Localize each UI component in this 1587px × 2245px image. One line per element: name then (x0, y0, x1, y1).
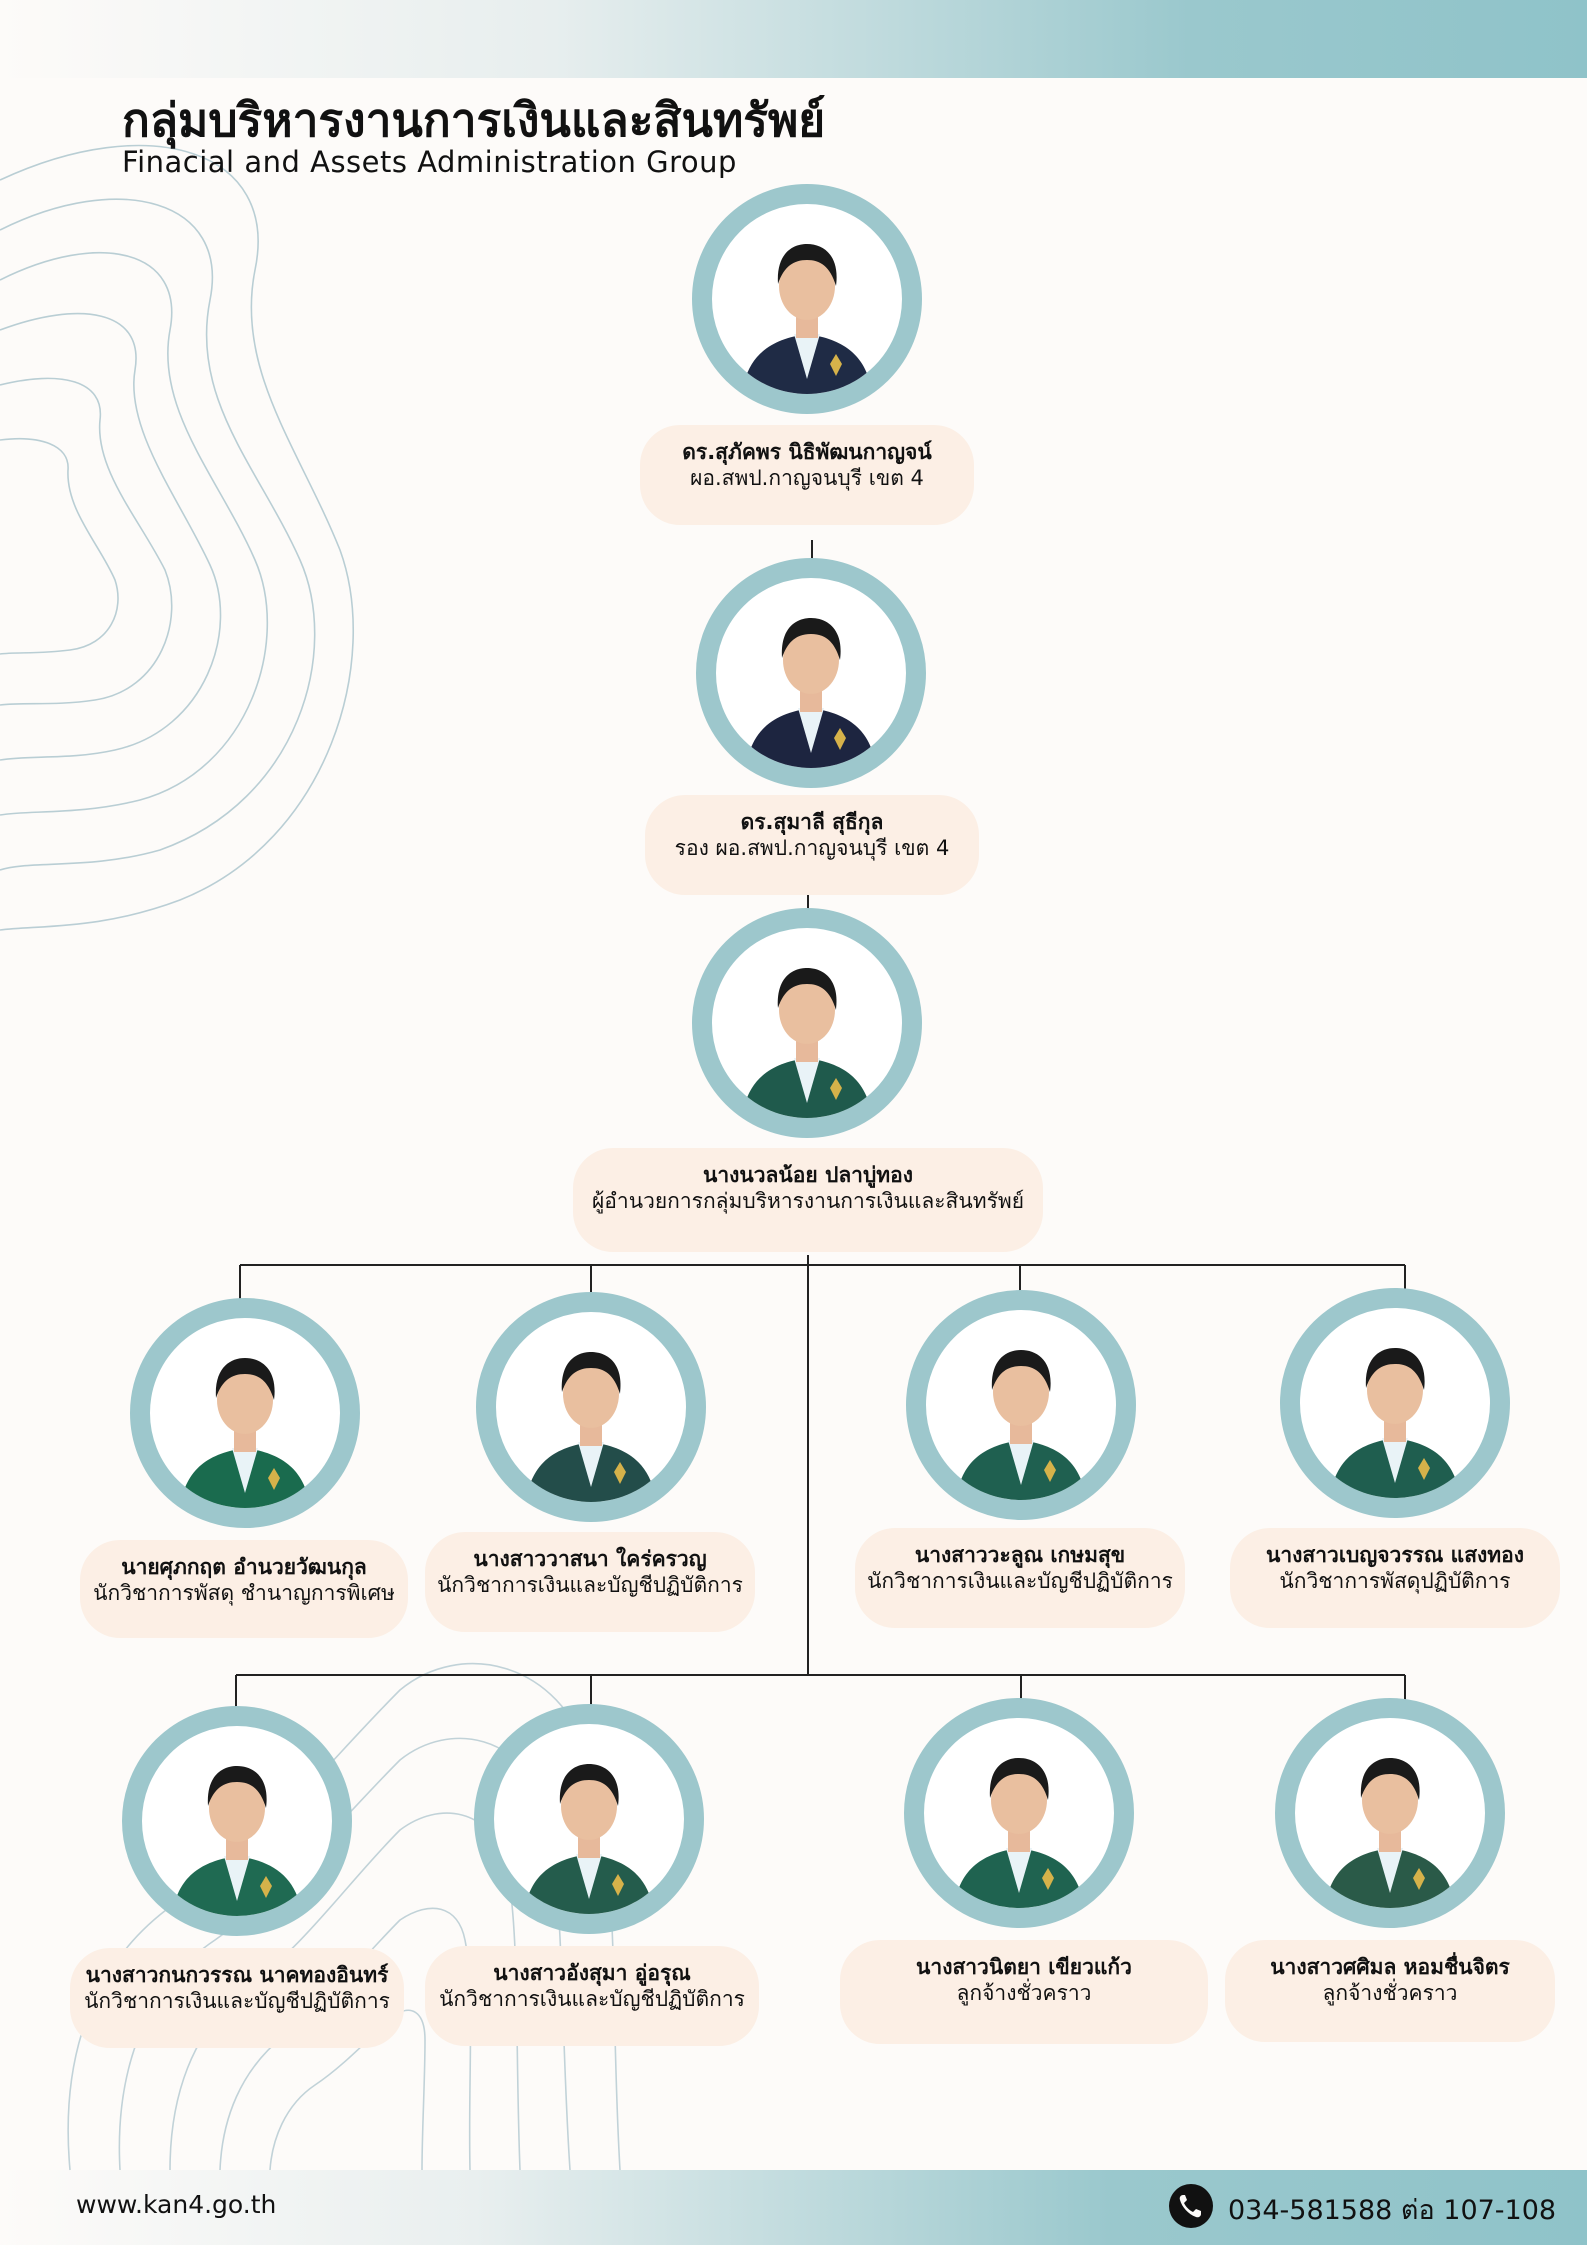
person-name: นางสาวศศิมล หอมชื่นจิตร (1270, 1955, 1510, 1979)
person-role: ผู้อำนวยการกลุ่มบริหารงานการเงินและสินทร… (592, 1189, 1024, 1213)
portrait-illustration (956, 1350, 1086, 1500)
person-role: ผอ.สพป.กาญจนบุรี เขต 4 (690, 466, 924, 490)
phone-icon (1169, 2184, 1213, 2228)
person-role: นักวิชาการเงินและบัญชีปฏิบัติการ (437, 1573, 743, 1597)
person-card-group-head: นางนวลน้อย ปลาบู่ทอง ผู้อำนวยการกลุ่มบริ… (573, 1148, 1043, 1252)
person-role: นักวิชาการเงินและบัญชีปฏิบัติการ (84, 1989, 390, 2013)
person-photo (904, 1698, 1134, 1928)
person-card-staff: นางสาวเบญจวรรณ แสงทอง นักวิชาการพัสดุปฏิ… (1230, 1528, 1560, 1628)
person-card-director: ดร.สุภัคพร นิธิพัฒนกาญจน์ ผอ.สพป.กาญจนบุ… (640, 425, 974, 525)
person-role: นักวิชาการพัสดุปฏิบัติการ (1279, 1569, 1511, 1593)
phone-number: 034-581588 ต่อ 107-108 (1228, 2195, 1557, 2226)
person-role: ลูกจ้างชั่วคราว (1322, 1981, 1458, 2005)
portrait-illustration (172, 1766, 302, 1916)
person-photo (692, 908, 922, 1138)
portrait-illustration (954, 1758, 1084, 1908)
person-card-staff: นางสาวนิตยา เขียวแก้ว ลูกจ้างชั่วคราว (840, 1940, 1208, 2044)
person-photo (476, 1292, 706, 1522)
person-name: นางสาวกนกวรรณ นาคทองอินทร์ (85, 1963, 389, 1987)
person-name: นางสาวนิตยา เขียวแก้ว (916, 1955, 1132, 1979)
person-photo (906, 1290, 1136, 1520)
person-name: นายศุภกฤต อำนวยวัฒนกุล (121, 1555, 367, 1579)
person-card-staff: นางสาวกนกวรรณ นาคทองอินทร์ นักวิชาการเงิ… (70, 1948, 404, 2048)
person-role: ลูกจ้างชั่วคราว (956, 1981, 1092, 2005)
portrait-illustration (742, 968, 872, 1118)
person-name: ดร.สุภัคพร นิธิพัฒนกาญจน์ (682, 440, 932, 464)
portrait-illustration (1330, 1348, 1460, 1498)
person-photo (474, 1704, 704, 1934)
person-name: นางสาววะลูณ เกษมสุข (914, 1543, 1126, 1567)
portrait-illustration (524, 1764, 654, 1914)
portrait-illustration (526, 1352, 656, 1502)
person-name: นางสาวอังสุมา อู่อรุณ (493, 1961, 691, 1985)
person-photo (696, 558, 926, 788)
person-card-staff: นางสาวอังสุมา อู่อรุณ นักวิชาการเงินและบ… (425, 1946, 759, 2046)
person-name: นางนวลน้อย ปลาบู่ทอง (702, 1163, 914, 1187)
portrait-illustration (742, 244, 872, 394)
person-role: นักวิชาการพัสดุ ชำนาญการพิเศษ (93, 1581, 395, 1605)
person-name: นางสาวเบญจวรรณ แสงทอง (1266, 1543, 1524, 1567)
person-card-deputy-director: ดร.สุมาลี สุธีกุล รอง ผอ.สพป.กาญจนบุรี เ… (645, 795, 979, 895)
portrait-illustration (746, 618, 876, 768)
page-subtitle: Finacial and Assets Administration Group (122, 145, 737, 179)
top-gradient-bar (0, 0, 1587, 78)
person-photo (692, 184, 922, 414)
person-card-staff: นายศุภกฤต อำนวยวัฒนกุล นักวิชาการพัสดุ ช… (80, 1540, 408, 1638)
person-photo (1275, 1698, 1505, 1928)
person-photo (130, 1298, 360, 1528)
page-title: กลุ่มบริหารงานการเงินและสินทรัพย์ (122, 93, 826, 147)
website-link[interactable]: www.kan4.go.th (76, 2190, 277, 2219)
person-card-staff: นางสาวศศิมล หอมชื่นจิตร ลูกจ้างชั่วคราว (1225, 1940, 1555, 2042)
person-name: ดร.สุมาลี สุธีกุล (740, 810, 884, 834)
bottom-gradient-bar (0, 2170, 1587, 2245)
person-role: รอง ผอ.สพป.กาญจนบุรี เขต 4 (674, 836, 950, 860)
person-card-staff: นางสาววาสนา ใคร่ครวญ นักวิชาการเงินและบั… (425, 1532, 755, 1632)
portrait-illustration (1325, 1758, 1455, 1908)
person-photo (122, 1706, 352, 1936)
person-card-staff: นางสาววะลูณ เกษมสุข นักวิชาการเงินและบัญ… (855, 1528, 1185, 1628)
person-role: นักวิชาการเงินและบัญชีปฏิบัติการ (439, 1987, 745, 2011)
portrait-illustration (180, 1358, 310, 1508)
person-role: นักวิชาการเงินและบัญชีปฏิบัติการ (867, 1569, 1173, 1593)
person-name: นางสาววาสนา ใคร่ครวญ (473, 1547, 707, 1571)
person-photo (1280, 1288, 1510, 1518)
